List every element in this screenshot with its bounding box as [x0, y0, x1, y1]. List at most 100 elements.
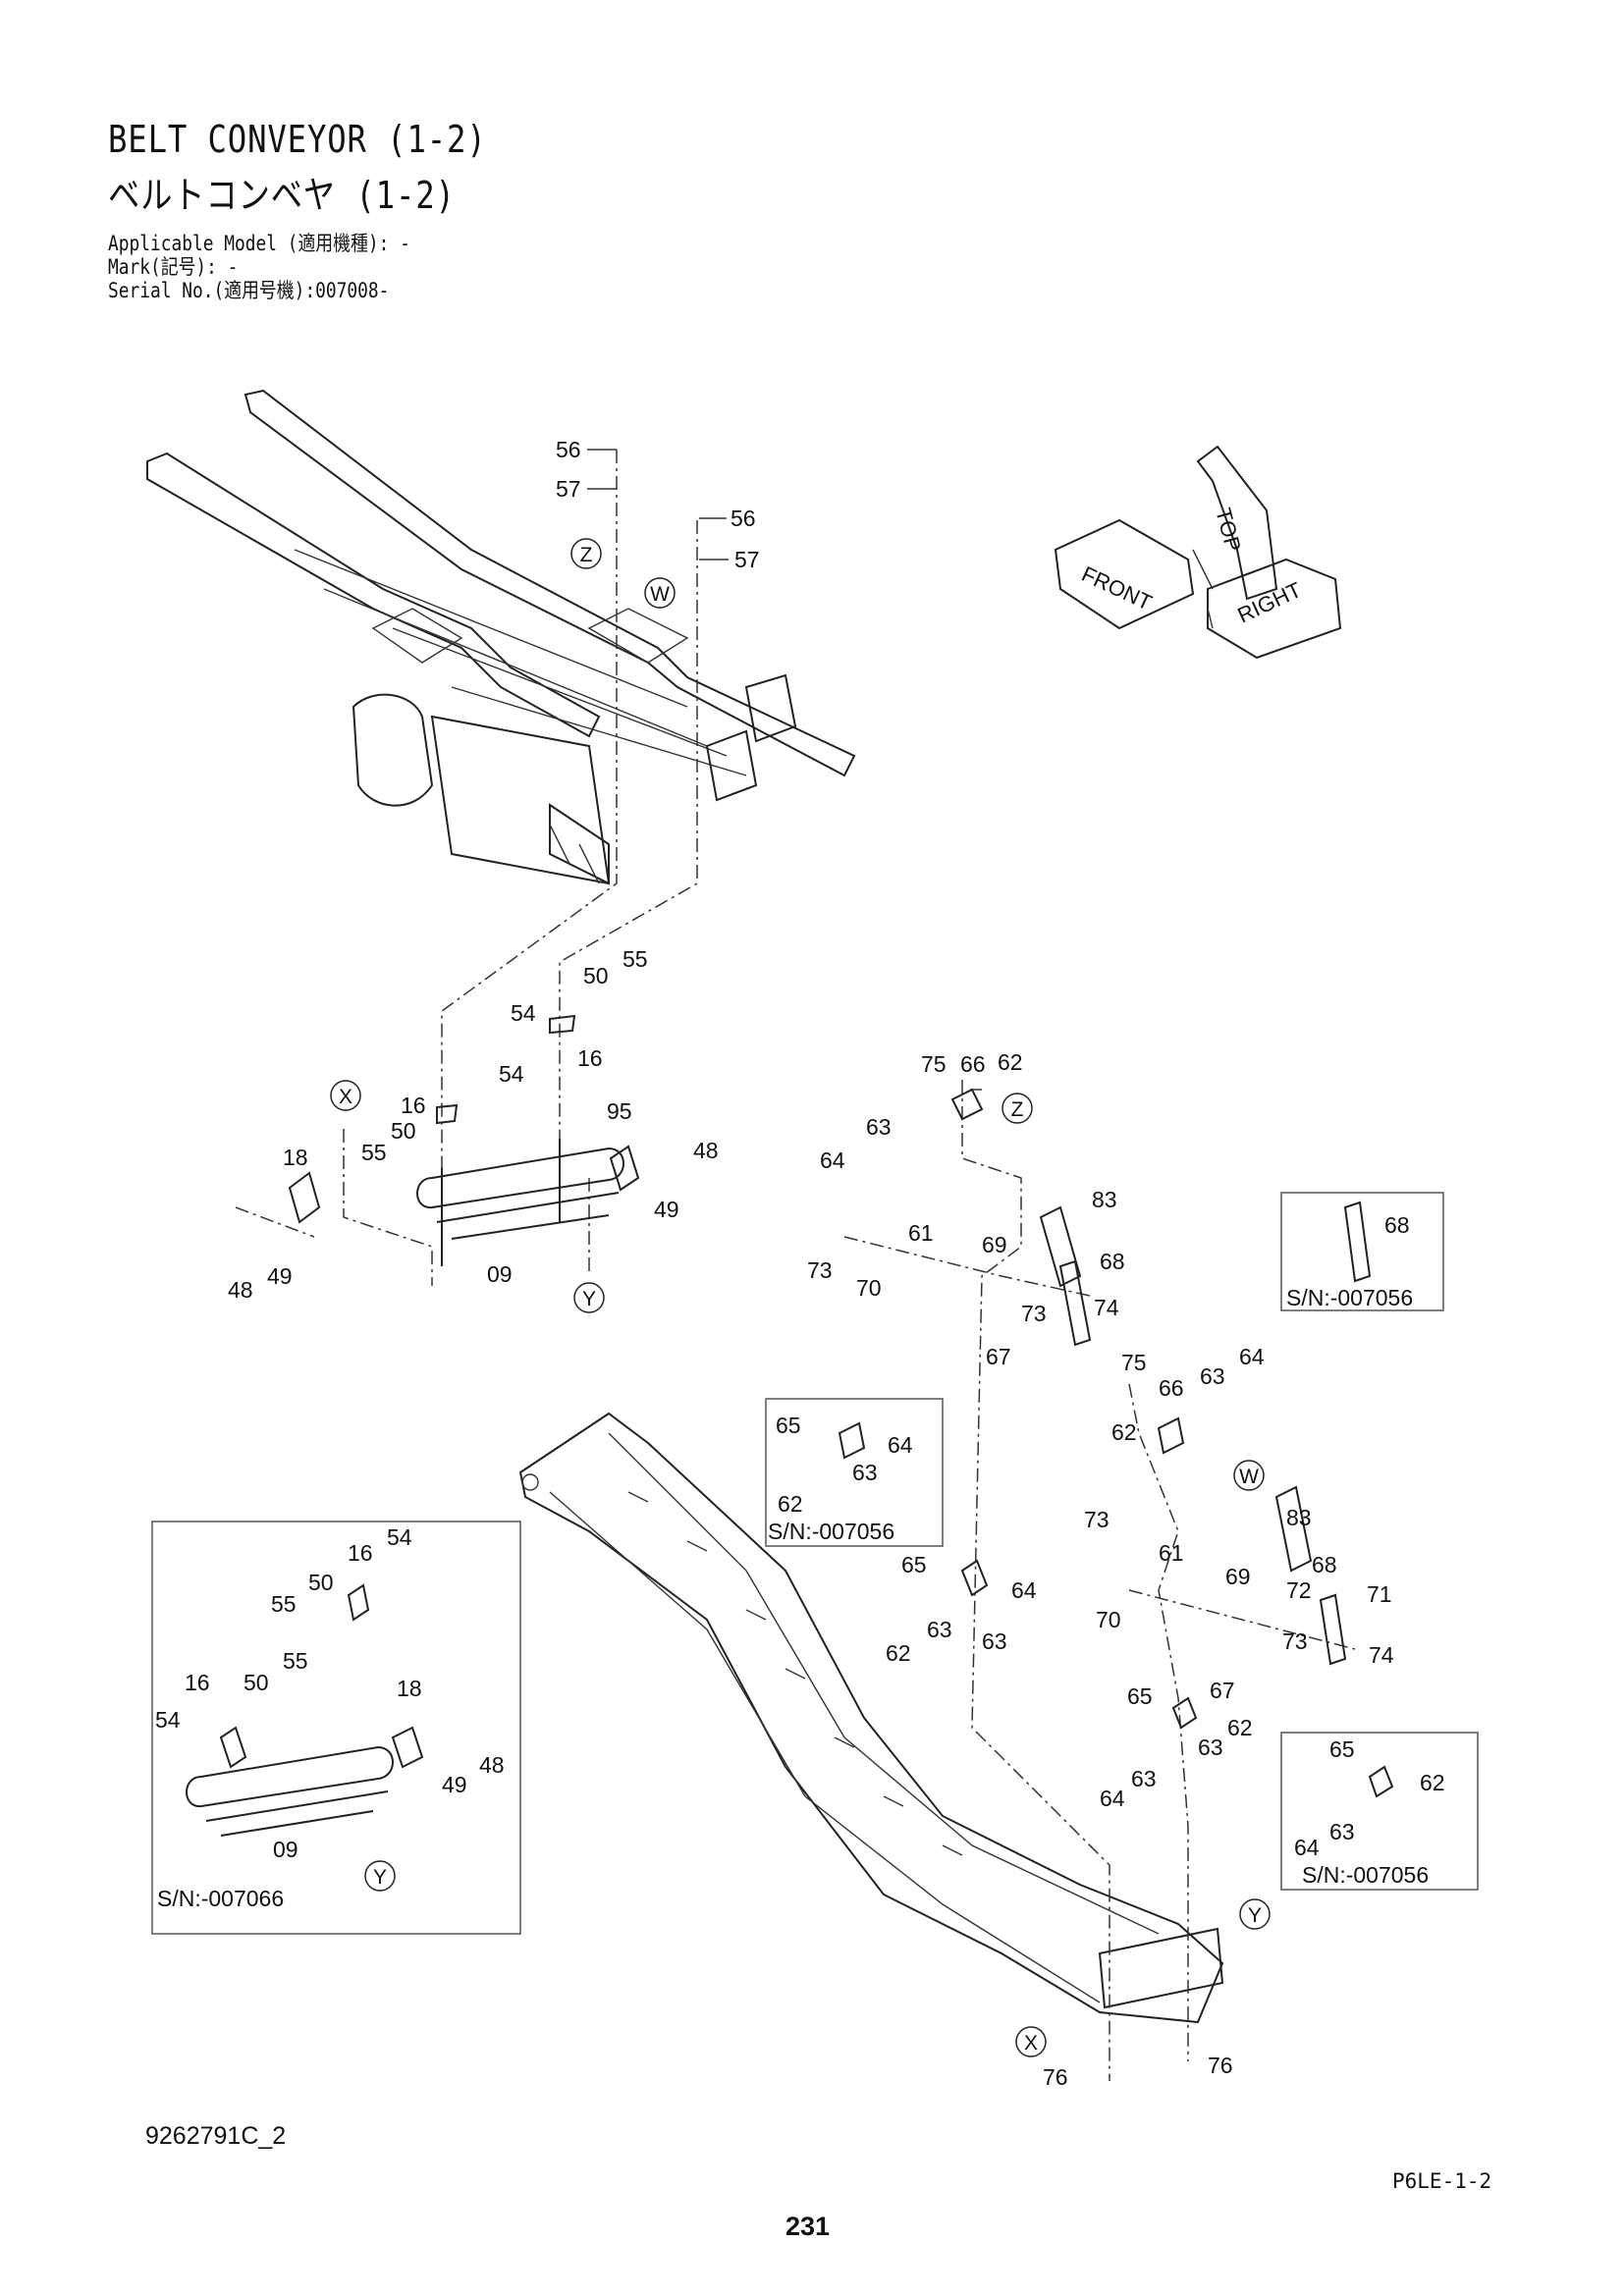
- callout-83: 83: [1286, 1505, 1312, 1530]
- svg-text:X: X: [339, 1086, 352, 1108]
- svg-text:W: W: [650, 583, 670, 606]
- inset-box-bracket-lower: [1280, 1732, 1479, 1891]
- callout-16: 16: [401, 1093, 426, 1118]
- inset-label-serial-007056-b: S/N:-007056: [1286, 1285, 1413, 1310]
- callout-50: 50: [391, 1118, 416, 1144]
- inset-bracket-parts: [838, 1421, 1394, 1798]
- callout-09: 09: [487, 1261, 513, 1287]
- reference-letter-y-2: Y: [364, 1860, 396, 1892]
- callout-63: 63: [982, 1629, 1007, 1654]
- callout-75: 75: [1121, 1350, 1147, 1375]
- inset-handrail-parts: [186, 1583, 424, 1837]
- callout-18: 18: [397, 1676, 422, 1701]
- inset-box-bracket-upper: [765, 1398, 944, 1547]
- callout-61: 61: [908, 1220, 934, 1246]
- callout-65: 65: [776, 1413, 801, 1438]
- callout-74: 74: [1094, 1295, 1119, 1320]
- reference-letter-w-1: W: [644, 577, 676, 609]
- part-callouts: 56 57 56 57 50 55 54 16 54 16 50 55 95 1…: [155, 437, 1445, 2090]
- reference-letter-z-2: Z: [1001, 1093, 1033, 1124]
- callout-56: 56: [731, 506, 756, 531]
- callout-66: 66: [960, 1051, 986, 1077]
- callout-63: 63: [1329, 1819, 1355, 1844]
- callout-68: 68: [1100, 1249, 1125, 1274]
- callout-69: 69: [1225, 1564, 1251, 1589]
- callout-68: 68: [1384, 1212, 1410, 1238]
- callout-95: 95: [607, 1098, 632, 1124]
- applicable-model-line: Applicable Model (適用機種): -: [108, 232, 410, 255]
- inset-label-serial-007056-a: S/N:-007056: [768, 1519, 894, 1544]
- callout-65: 65: [1127, 1683, 1153, 1709]
- callout-64: 64: [888, 1432, 913, 1458]
- callout-50: 50: [308, 1570, 334, 1595]
- callout-64: 64: [1100, 1786, 1125, 1811]
- callout-55: 55: [283, 1648, 308, 1674]
- reference-letter-z-1: Z: [570, 538, 602, 569]
- svg-text:Y: Y: [1248, 1904, 1262, 1927]
- callout-62: 62: [998, 1049, 1023, 1075]
- callout-54: 54: [499, 1061, 524, 1087]
- callout-09: 09: [273, 1837, 298, 1862]
- callout-62: 62: [1111, 1419, 1137, 1445]
- cover-plates-right: [950, 1088, 1347, 1730]
- callout-16: 16: [185, 1670, 210, 1695]
- callout-76: 76: [1208, 2053, 1233, 2078]
- inset-box-handrail: [151, 1521, 521, 1935]
- callout-50: 50: [583, 963, 609, 988]
- callout-48: 48: [479, 1752, 505, 1778]
- inset-label-serial-007056-c: S/N:-007056: [1302, 1862, 1429, 1888]
- callout-55: 55: [623, 946, 648, 972]
- drawing-number: 9262791C_2: [145, 2122, 287, 2150]
- svg-text:Y: Y: [582, 1288, 596, 1310]
- inset-label-serial-007066: S/N:-007066: [157, 1886, 284, 1911]
- callout-70: 70: [856, 1275, 882, 1301]
- reference-letter-x-1: X: [330, 1080, 361, 1111]
- callout-73: 73: [1021, 1301, 1047, 1326]
- svg-text:X: X: [1024, 2032, 1038, 2055]
- conveyor-frame: [518, 1412, 1224, 2024]
- reference-letter-w-2: W: [1233, 1460, 1265, 1491]
- callout-50: 50: [244, 1670, 269, 1695]
- callout-55: 55: [271, 1591, 297, 1617]
- callout-48: 48: [693, 1138, 719, 1163]
- callout-63: 63: [1198, 1735, 1223, 1760]
- callout-83: 83: [1092, 1187, 1117, 1212]
- callout-16: 16: [577, 1045, 603, 1071]
- callout-63: 63: [1131, 1766, 1157, 1791]
- inset-box-cover: [1280, 1192, 1444, 1311]
- callout-62: 62: [778, 1491, 803, 1517]
- callout-55: 55: [361, 1140, 387, 1165]
- callout-18: 18: [283, 1145, 308, 1170]
- section-code: P6LE-1-2: [1392, 2169, 1492, 2193]
- callout-71: 71: [1367, 1581, 1392, 1607]
- handrail-assembly-upper: [288, 1014, 640, 1266]
- reference-letter-y-3: Y: [1239, 1898, 1271, 1930]
- callout-49: 49: [442, 1772, 467, 1797]
- callout-49: 49: [654, 1197, 679, 1222]
- callout-56: 56: [556, 437, 581, 462]
- callout-65: 65: [1329, 1736, 1355, 1762]
- svg-text:W: W: [1239, 1466, 1259, 1488]
- orientation-front-label: FRONT: [1078, 561, 1156, 615]
- callout-57: 57: [556, 476, 581, 502]
- svg-text:Z: Z: [580, 544, 593, 566]
- callout-54: 54: [387, 1524, 412, 1550]
- callout-76: 76: [1043, 2064, 1068, 2090]
- callout-63: 63: [1200, 1363, 1225, 1389]
- callout-65: 65: [901, 1552, 927, 1577]
- callout-70: 70: [1096, 1607, 1121, 1632]
- callout-66: 66: [1159, 1375, 1184, 1401]
- callout-64: 64: [820, 1148, 845, 1173]
- callout-69: 69: [982, 1232, 1007, 1257]
- callout-72: 72: [1286, 1577, 1312, 1603]
- callout-75: 75: [921, 1051, 947, 1077]
- callout-73: 73: [1084, 1507, 1110, 1532]
- orientation-top-label: TOP: [1211, 506, 1246, 555]
- callout-63: 63: [852, 1460, 878, 1485]
- page-title-japanese: ベルトコンベヤ (1-2): [108, 174, 456, 217]
- callout-67: 67: [986, 1344, 1011, 1369]
- callout-62: 62: [886, 1640, 911, 1666]
- svg-text:Y: Y: [373, 1866, 387, 1889]
- leader-lines: [587, 449, 982, 1091]
- callout-68: 68: [1312, 1552, 1337, 1577]
